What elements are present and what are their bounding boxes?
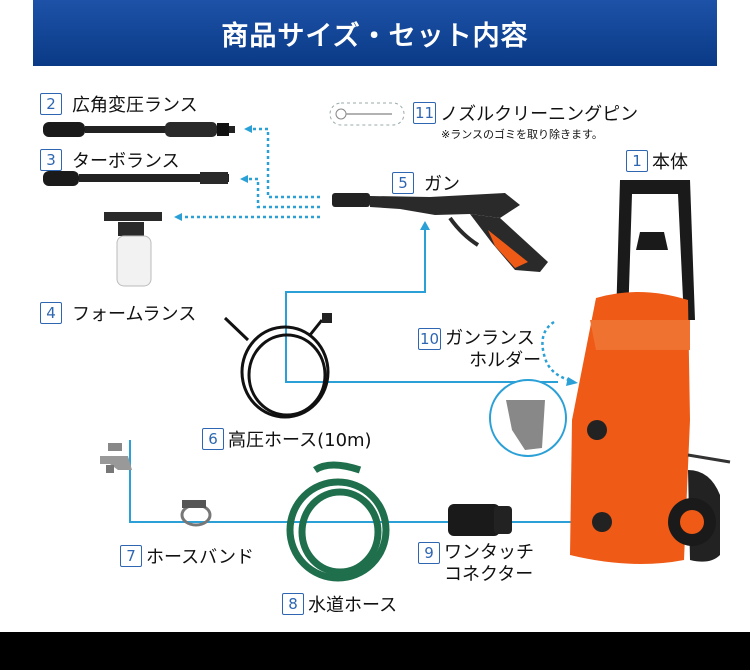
arrow-heads — [174, 125, 591, 526]
item-label-10: 10 ガンランス ホルダー — [418, 328, 541, 372]
item-label-6: 6 高圧ホース(10m) — [202, 426, 372, 452]
gun-image — [332, 193, 548, 272]
item-name-7: ホースバンド — [146, 547, 254, 568]
item-name-11: ノズルクリーニングピン — [440, 104, 639, 125]
item-label-2: 2 広角変圧ランス — [40, 91, 198, 117]
high-pressure-hose-image — [223, 316, 330, 419]
item-name-4: フォームランス — [72, 304, 197, 325]
item-name-3: ターボランス — [72, 151, 180, 172]
water-hose-image — [286, 461, 390, 582]
item-number-11: 11 — [413, 102, 437, 124]
hose-fitting — [322, 313, 332, 323]
item-number-9: 9 — [418, 542, 440, 564]
item-number-7: 7 — [120, 545, 142, 567]
item-name-9-line1: ワンタッチ — [444, 542, 534, 563]
content-panel: 商品サイズ・セット内容 — [0, 0, 750, 632]
item-number-1: 1 — [626, 150, 648, 172]
item-label-4: 4 フォームランス — [40, 300, 196, 326]
item-number-5: 5 — [392, 172, 414, 194]
dotted-arrows — [180, 127, 573, 383]
item-name-6: 高圧ホース(10m) — [228, 430, 372, 451]
title-banner: 商品サイズ・セット内容 — [33, 0, 717, 66]
lance-2-image — [43, 122, 235, 137]
item-label-9: 9 ワンタッチ コネクター — [418, 542, 534, 586]
faucet-image — [100, 443, 132, 473]
item-label-11: 11 ノズルクリーニングピン — [413, 100, 638, 126]
item-number-6: 6 — [202, 428, 224, 450]
connector-image — [448, 504, 512, 536]
item-number-8: 8 — [282, 593, 304, 615]
item-label-1: 1 本体 — [626, 148, 688, 174]
page-title: 商品サイズ・セット内容 — [221, 20, 529, 52]
item-label-7: 7 ホースバンド — [120, 543, 254, 569]
item-number-2: 2 — [40, 93, 62, 115]
item-name-10-line1: ガンランス — [445, 328, 535, 349]
item-name-1: 本体 — [652, 152, 688, 173]
item-number-3: 3 — [40, 149, 62, 171]
item-name-8: 水道ホース — [308, 595, 398, 616]
item-label-3: 3 ターボランス — [40, 147, 180, 173]
item-number-10: 10 — [418, 328, 442, 350]
foam-lance-image — [104, 212, 162, 287]
item-note-11: ※ランスのゴミを取り除きます。 — [441, 128, 603, 141]
cleaning-pin-image — [329, 102, 405, 126]
item-number-4: 4 — [40, 302, 62, 324]
connector-lines — [129, 228, 585, 523]
pressure-washer-body-image — [570, 180, 731, 564]
lance-3-image — [43, 171, 229, 186]
hose-band-image — [180, 500, 212, 527]
item-label-5: 5 ガン — [392, 170, 460, 196]
item-label-8: 8 水道ホース — [282, 591, 397, 617]
item-name-5: ガン — [424, 174, 460, 195]
item-name-2: 広角変圧ランス — [72, 95, 198, 116]
line-gun-to-body — [285, 228, 558, 383]
item-name-9-line2: コネクター — [444, 564, 534, 585]
lance-holder-image — [489, 379, 567, 457]
product-illustration — [43, 102, 731, 582]
item-name-10-line2: ホルダー — [469, 350, 542, 371]
